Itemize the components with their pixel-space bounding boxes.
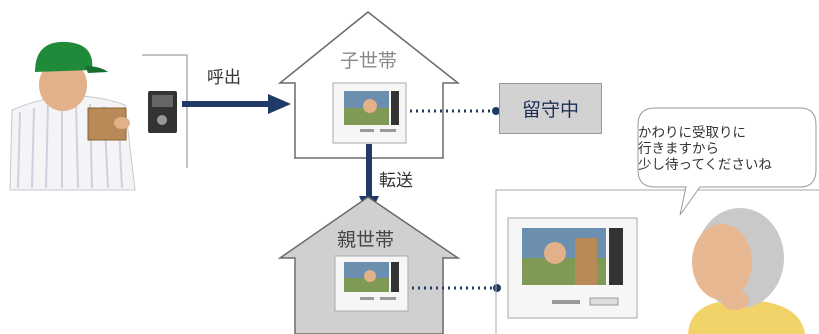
speech-text: かわりに受取りに 行きますから 少し待ってくださいね [638,125,772,173]
door-intercom [148,91,177,133]
absent-label: 留守中 [521,99,579,121]
transfer-label: 転送 [379,171,413,191]
child-monitor [332,82,407,144]
zoom-panel-outline [495,189,819,334]
call-label: 呼出 [207,68,241,88]
parent-household-label: 親世帯 [337,229,395,251]
delivery-person [9,41,136,191]
speech-line: かわりに受取りに [638,125,746,141]
speech-line: 行きますから [638,141,719,157]
speech-line: 少し待ってくださいね [638,157,772,173]
wall-line [142,54,188,168]
child-household-label: 子世帯 [340,50,398,72]
zoom-monitor [507,217,638,319]
call-arrow [182,94,291,114]
speech-bubble [637,107,817,216]
absent-box: 留守中 [499,83,602,134]
parent-monitor [334,255,409,312]
elderly-woman [688,208,805,334]
